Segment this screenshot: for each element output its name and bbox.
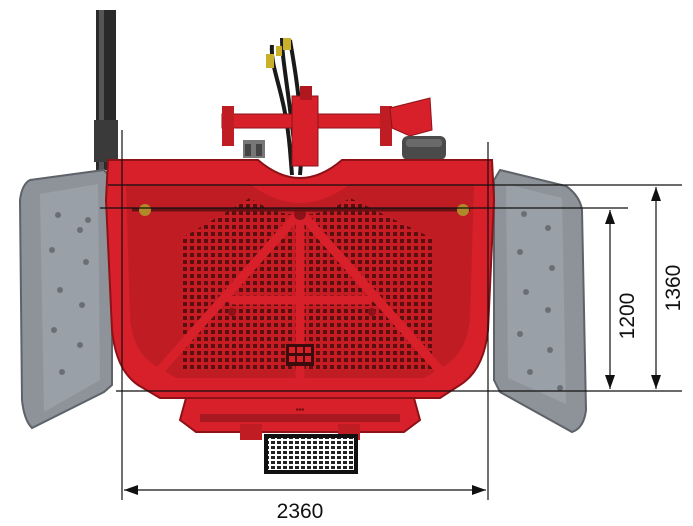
hitch-frame — [221, 86, 433, 167]
width-arrow-left — [124, 485, 138, 495]
inner-height-dimension-label: 1200 — [616, 293, 639, 340]
cross-bar — [132, 204, 470, 216]
outer-height-arrow-bottom — [651, 375, 661, 389]
left-side-panel — [18, 168, 113, 430]
dimension-arrows — [124, 187, 661, 495]
brand-mark: ▪▪▪ — [296, 405, 305, 414]
inner-height-arrow-bottom — [605, 375, 615, 389]
dimension-lines — [100, 130, 682, 500]
center-plate — [286, 344, 314, 366]
hose-couplings — [266, 38, 291, 68]
front-bumper: ▪▪▪ — [178, 397, 422, 440]
step-grate — [264, 434, 358, 474]
support-frame — [157, 207, 443, 383]
mesh-floor — [182, 198, 432, 370]
vertical-pipe — [94, 10, 118, 170]
width-dimension-label: 2360 — [277, 500, 324, 523]
width-arrow-right — [472, 485, 486, 495]
oil-tank — [402, 136, 446, 160]
outer-height-dimension-label: 1360 — [662, 265, 685, 312]
outer-height-arrow-top — [651, 187, 661, 201]
right-side-panel — [493, 168, 588, 434]
inner-height-arrow-top — [605, 210, 615, 224]
